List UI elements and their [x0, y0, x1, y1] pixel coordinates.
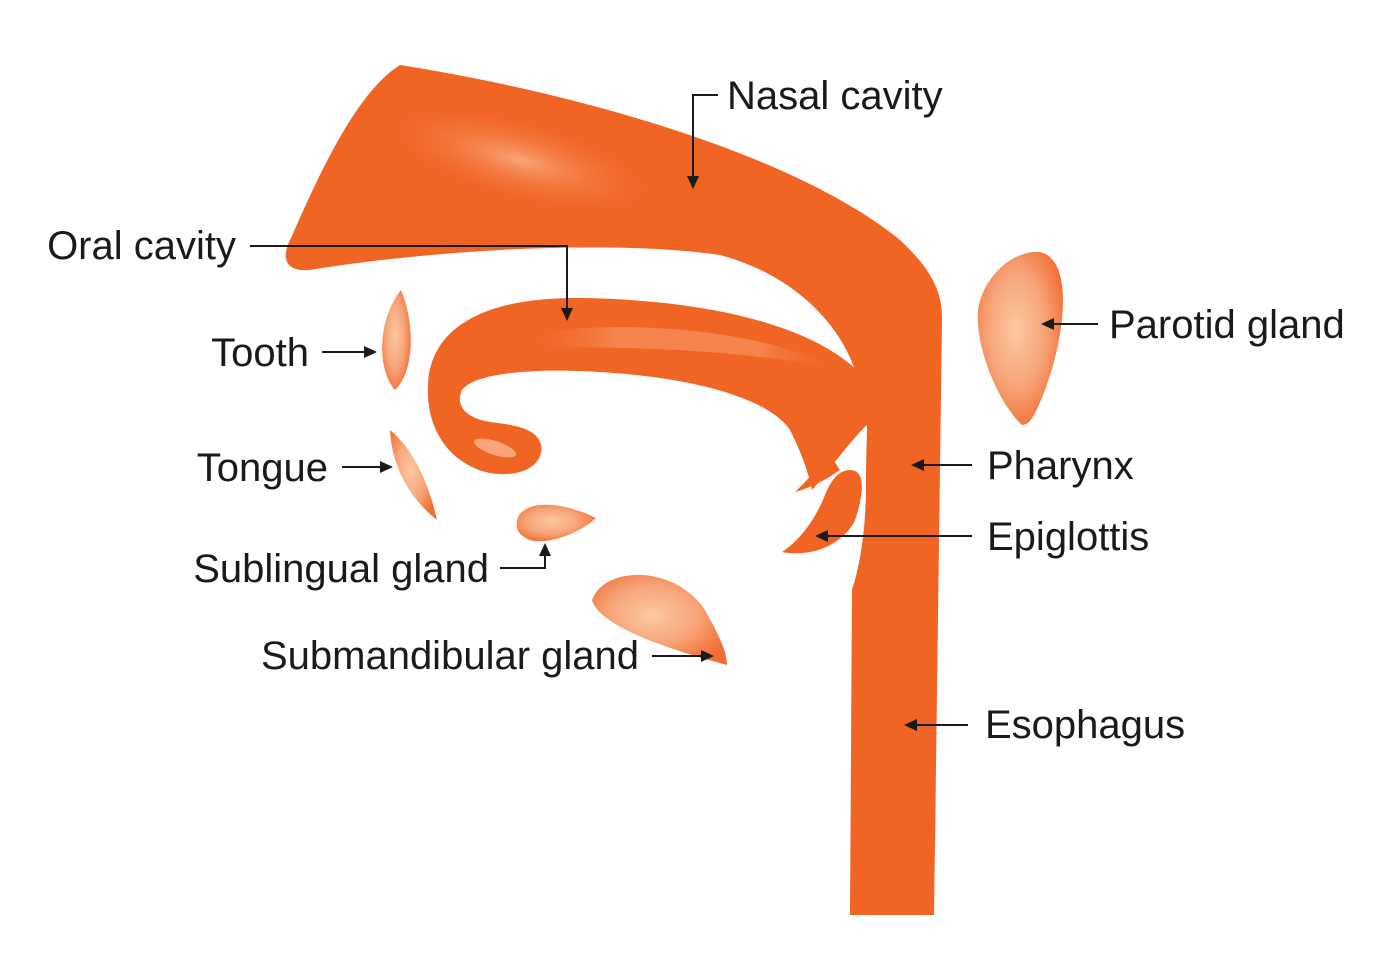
label-esophagus: Esophagus: [985, 703, 1185, 747]
sublingual-gland-shape: [516, 504, 596, 542]
label-nasal-cavity: Nasal cavity: [727, 74, 943, 118]
tongue-shape: [390, 430, 437, 520]
parotid-gland-shape: [977, 251, 1063, 425]
label-tongue: Tongue: [197, 446, 328, 490]
tooth-arrowhead: [364, 346, 377, 358]
pharynx-arrowhead: [911, 459, 924, 471]
nasal-highlight: [374, 101, 666, 219]
nasal-cavity-leader: [692, 94, 718, 178]
submandibular-gland-arrowhead: [701, 650, 714, 662]
oral-cavity-leader: [250, 245, 568, 310]
nasal-pharynx-esophagus-shape: [285, 65, 942, 915]
label-parotid-gland: Parotid gland: [1109, 303, 1345, 347]
tongue-arrowhead: [380, 461, 393, 473]
oral-cavity-arrowhead: [561, 308, 573, 321]
label-epiglottis: Epiglottis: [987, 515, 1149, 559]
label-sublingual-gland: Sublingual gland: [193, 547, 489, 591]
submandibular-gland-shape: [592, 574, 727, 665]
label-pharynx: Pharynx: [987, 444, 1134, 488]
oral-cavity-shape: [427, 297, 872, 490]
label-oral-cavity: Oral cavity: [47, 224, 236, 268]
tooth-shape: [382, 290, 411, 390]
tongue-tip-highlight: [473, 438, 517, 458]
label-tooth: Tooth: [211, 331, 309, 375]
epiglottis-arrowhead: [815, 530, 828, 542]
esophagus-arrowhead: [904, 719, 917, 731]
parotid-gland-arrowhead: [1041, 318, 1054, 330]
epiglottis-shape: [782, 470, 862, 554]
epiglottis-notch: [795, 452, 840, 492]
sublingual-gland-arrowhead: [539, 543, 551, 556]
oral-highlight: [520, 327, 840, 370]
nasal-cavity-arrowhead: [687, 176, 699, 189]
label-submandibular-gland: Submandibular gland: [261, 634, 639, 678]
sublingual-gland-leader: [500, 554, 546, 569]
